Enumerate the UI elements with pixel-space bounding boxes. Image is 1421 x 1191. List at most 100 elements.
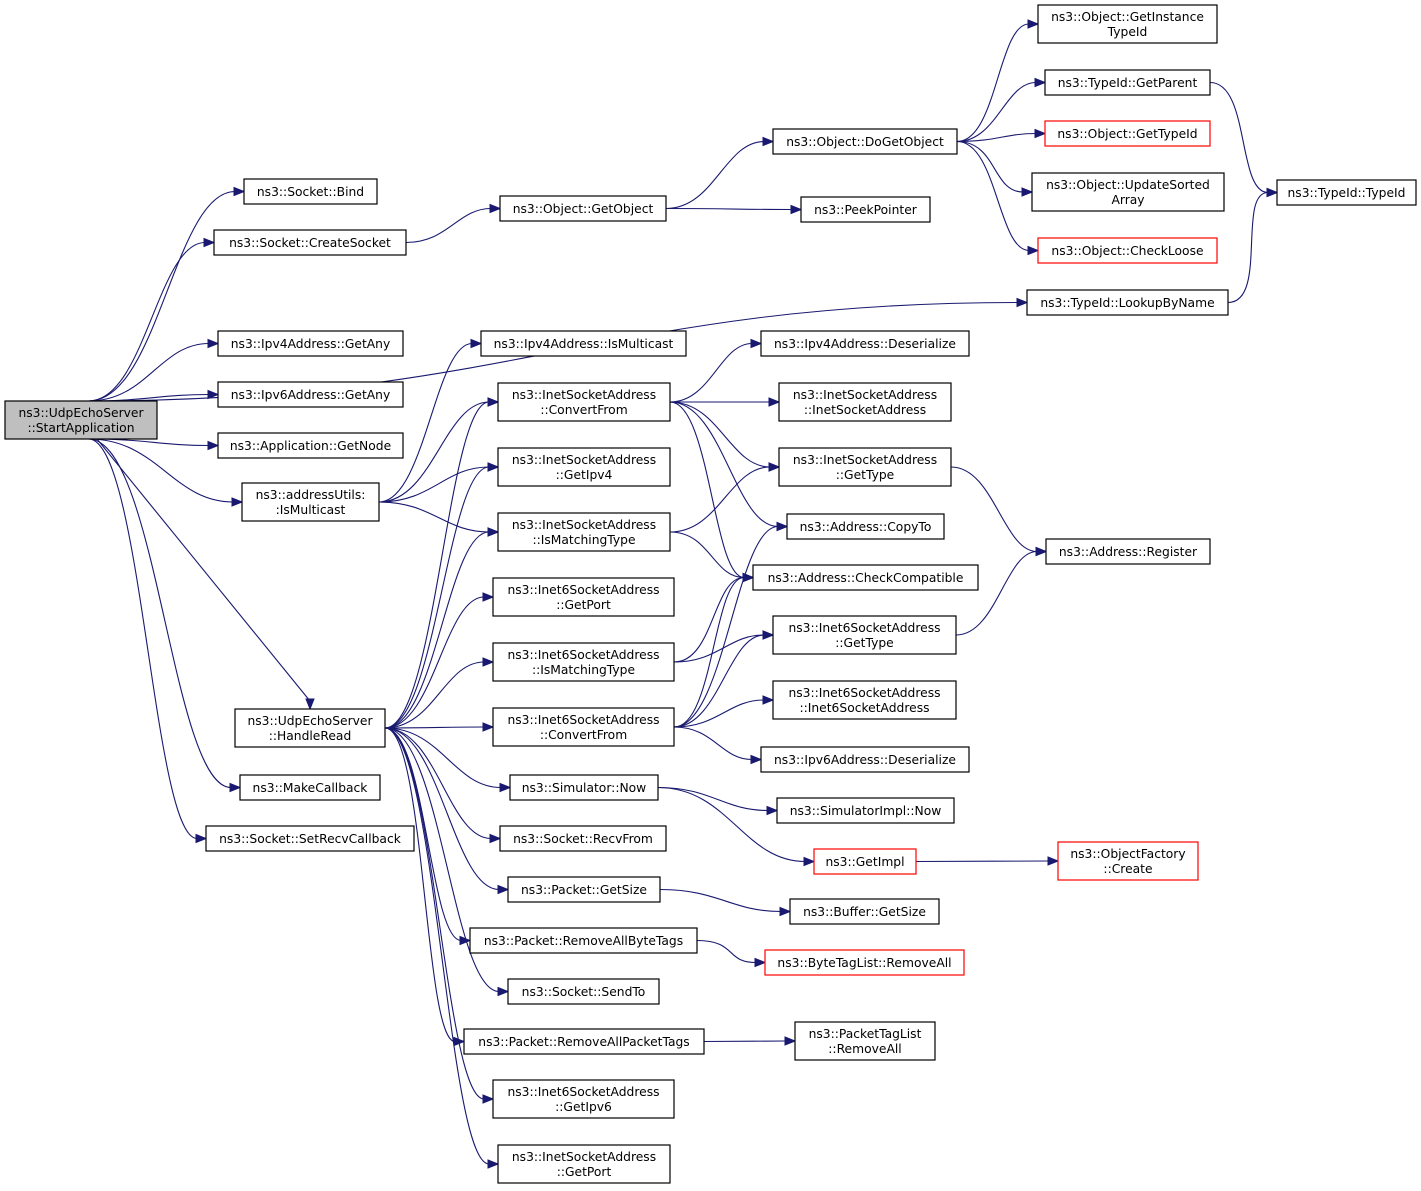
edge-removeallbytetags-to-bytetaglistremoveall bbox=[696, 939, 767, 968]
node-getimpl[interactable]: ns3::GetImpl bbox=[813, 848, 917, 875]
node-checkloose[interactable]: ns3::Object::CheckLoose bbox=[1037, 237, 1218, 264]
node-packetgetsize[interactable]: ns3::Packet::GetSize bbox=[507, 876, 661, 903]
node-removeallpackettags[interactable]: ns3::Packet::RemoveAllPacketTags bbox=[463, 1028, 705, 1055]
edge-handleread-to-inetismatching bbox=[384, 527, 500, 729]
edge-getobject-to-peekpointer bbox=[665, 204, 803, 215]
node-inet6convertfrom[interactable]: ns3::Inet6SocketAddress::ConvertFrom bbox=[492, 707, 675, 747]
node-label: ns3::Object::DoGetObject bbox=[786, 135, 944, 149]
node-ipv4getany[interactable]: ns3::Ipv4Address::GetAny bbox=[217, 330, 404, 357]
node-peekpointer[interactable]: ns3::PeekPointer bbox=[800, 196, 931, 223]
node-label: ns3::Address::Register bbox=[1059, 545, 1198, 559]
node-label: ::GetPort bbox=[557, 1165, 612, 1179]
edge-inetismatching-to-addrcheckcompat bbox=[669, 531, 755, 583]
node-label: ns3::InetSocketAddress bbox=[512, 388, 656, 402]
node-ipv6deserialize[interactable]: ns3::Ipv6Address::Deserialize bbox=[760, 746, 970, 773]
node-label: ns3::TypeId::GetParent bbox=[1058, 76, 1198, 90]
node-label: ::GetType bbox=[835, 636, 893, 650]
node-addrregister[interactable]: ns3::Address::Register bbox=[1045, 538, 1211, 565]
node-addrcopyto[interactable]: ns3::Address::CopyTo bbox=[786, 513, 945, 540]
node-sendto[interactable]: ns3::Socket::SendTo bbox=[507, 978, 660, 1005]
node-inet6ismatching[interactable]: ns3::Inet6SocketAddress::IsMatchingType bbox=[492, 642, 675, 682]
node-handleread[interactable]: ns3::UdpEchoServer::HandleRead bbox=[234, 708, 386, 748]
edge-inetgettype-to-addrregister bbox=[950, 466, 1048, 557]
node-label: ns3::Object::GetObject bbox=[513, 202, 654, 216]
edge-dogetobject-to-getparent bbox=[956, 77, 1047, 143]
node-label: ::IsMatchingType bbox=[532, 663, 635, 677]
node-inetgettype[interactable]: ns3::InetSocketAddress::GetType bbox=[778, 447, 952, 487]
node-label: ns3::Object::UpdateSorted bbox=[1046, 178, 1210, 192]
node-simnow[interactable]: ns3::Simulator::Now bbox=[509, 774, 659, 801]
node-setrecvcallback[interactable]: ns3::Socket::SetRecvCallback bbox=[205, 825, 415, 852]
node-buffergetsize[interactable]: ns3::Buffer::GetSize bbox=[789, 898, 940, 925]
node-removeallbytetags[interactable]: ns3::Packet::RemoveAllByteTags bbox=[469, 927, 698, 954]
node-label: ns3::Ipv4Address::GetAny bbox=[231, 337, 391, 351]
node-label: ns3::Ipv6Address::GetAny bbox=[231, 388, 391, 402]
nodes-layer: ns3::UdpEchoServer::StartApplicationns3:… bbox=[4, 4, 1417, 1184]
edge-handleread-to-inet6ismatching bbox=[384, 657, 495, 729]
node-addrcheckcompat[interactable]: ns3::Address::CheckCompatible bbox=[752, 564, 979, 591]
edge-handleread-to-inetgetport bbox=[384, 727, 500, 1169]
edge-addrismulticast-to-ipv4ismulticast bbox=[378, 338, 483, 503]
node-label: ns3::Address::CopyTo bbox=[800, 520, 932, 534]
node-label: ns3::Application::GetNode bbox=[230, 439, 391, 453]
node-inetctor[interactable]: ns3::InetSocketAddress::InetSocketAddres… bbox=[778, 382, 952, 422]
node-label: ns3::InetSocketAddress bbox=[793, 388, 937, 402]
node-getparent[interactable]: ns3::TypeId::GetParent bbox=[1044, 69, 1211, 96]
edge-simnow-to-simimplnow bbox=[657, 786, 779, 816]
node-inet6getport[interactable]: ns3::Inet6SocketAddress::GetPort bbox=[492, 577, 675, 617]
node-label: ns3::PacketTagList bbox=[809, 1027, 922, 1041]
node-objgettypeid[interactable]: ns3::Object::GetTypeId bbox=[1044, 120, 1211, 147]
node-bind[interactable]: ns3::Socket::Bind bbox=[243, 178, 378, 205]
node-label: ns3::addressUtils: bbox=[256, 488, 366, 502]
node-label: ::HandleRead bbox=[269, 729, 352, 743]
edge-inetconvertfrom-to-inetctor bbox=[670, 397, 781, 407]
node-inetgetipv4[interactable]: ns3::InetSocketAddress::GetIpv4 bbox=[497, 447, 671, 487]
edge-addrismulticast-to-inetgetipv4 bbox=[378, 462, 500, 503]
edge-start-to-handleread bbox=[96, 438, 315, 711]
node-ipv4deserialize[interactable]: ns3::Ipv4Address::Deserialize bbox=[760, 330, 970, 357]
node-ipv6getany[interactable]: ns3::Ipv6Address::GetAny bbox=[217, 381, 404, 408]
node-simimplnow[interactable]: ns3::SimulatorImpl::Now bbox=[776, 797, 955, 824]
node-start[interactable]: ns3::UdpEchoServer::StartApplication bbox=[4, 400, 158, 440]
node-inet6ctor[interactable]: ns3::Inet6SocketAddress::Inet6SocketAddr… bbox=[772, 680, 957, 720]
node-inetgetport[interactable]: ns3::InetSocketAddress::GetPort bbox=[497, 1144, 671, 1184]
node-createsocket[interactable]: ns3::Socket::CreateSocket bbox=[213, 229, 407, 256]
node-addrismulticast[interactable]: ns3::addressUtils::IsMulticast bbox=[241, 482, 380, 522]
node-inet6getipv6[interactable]: ns3::Inet6SocketAddress::GetIpv6 bbox=[492, 1079, 675, 1119]
node-label: ns3::Inet6SocketAddress bbox=[507, 713, 659, 727]
node-label: ::ConvertFrom bbox=[540, 403, 627, 417]
edge-handleread-to-inet6getipv6 bbox=[384, 727, 495, 1104]
node-ipv4ismulticast[interactable]: ns3::Ipv4Address::IsMulticast bbox=[480, 330, 687, 357]
node-objfactorycreate[interactable]: ns3::ObjectFactory::Create bbox=[1057, 841, 1199, 881]
edge-inet6gettype-to-addrregister bbox=[955, 546, 1048, 636]
node-getobject[interactable]: ns3::Object::GetObject bbox=[499, 195, 667, 222]
node-packettaglistremoveall[interactable]: ns3::PacketTagList::RemoveAll bbox=[794, 1021, 936, 1061]
edge-handleread-to-simnow bbox=[384, 727, 512, 793]
node-label: ::GetType bbox=[836, 468, 894, 482]
edge-dogetobject-to-objgettypeid bbox=[956, 128, 1047, 143]
node-bytetaglistremoveall[interactable]: ns3::ByteTagList::RemoveAll bbox=[764, 949, 965, 976]
node-makecallback[interactable]: ns3::MakeCallback bbox=[239, 774, 381, 801]
node-inetismatching[interactable]: ns3::InetSocketAddress::IsMatchingType bbox=[497, 512, 671, 552]
edge-packetgetsize-to-buffergetsize bbox=[659, 888, 792, 917]
node-recvfrom[interactable]: ns3::Socket::RecvFrom bbox=[499, 825, 667, 852]
node-label: ns3::InetSocketAddress bbox=[793, 453, 937, 467]
node-label: :IsMulticast bbox=[276, 503, 346, 517]
node-label: ns3::Inet6SocketAddress bbox=[788, 621, 940, 635]
node-dogetobject[interactable]: ns3::Object::DoGetObject bbox=[772, 128, 958, 155]
node-label: ns3::Packet::RemoveAllByteTags bbox=[484, 934, 683, 948]
node-getnode[interactable]: ns3::Application::GetNode bbox=[217, 432, 404, 459]
edge-handleread-to-removeallbytetags bbox=[384, 727, 472, 946]
edge-start-to-addrismulticast bbox=[88, 438, 244, 507]
node-label: ns3::Object::CheckLoose bbox=[1051, 244, 1203, 258]
node-inet6gettype[interactable]: ns3::Inet6SocketAddress::GetType bbox=[772, 615, 957, 655]
node-typeidtypeid[interactable]: ns3::TypeId::TypeId bbox=[1276, 179, 1417, 206]
node-label: ns3::Simulator::Now bbox=[522, 781, 647, 795]
node-inetconvertfrom[interactable]: ns3::InetSocketAddress::ConvertFrom bbox=[497, 382, 671, 422]
node-label: ns3::ObjectFactory bbox=[1070, 847, 1185, 861]
edge-inet6convertfrom-to-addrcheckcompat bbox=[673, 572, 755, 728]
node-lookupbyname[interactable]: ns3::TypeId::LookupByName bbox=[1026, 289, 1229, 316]
node-label: ns3::Socket::Bind bbox=[257, 185, 364, 199]
